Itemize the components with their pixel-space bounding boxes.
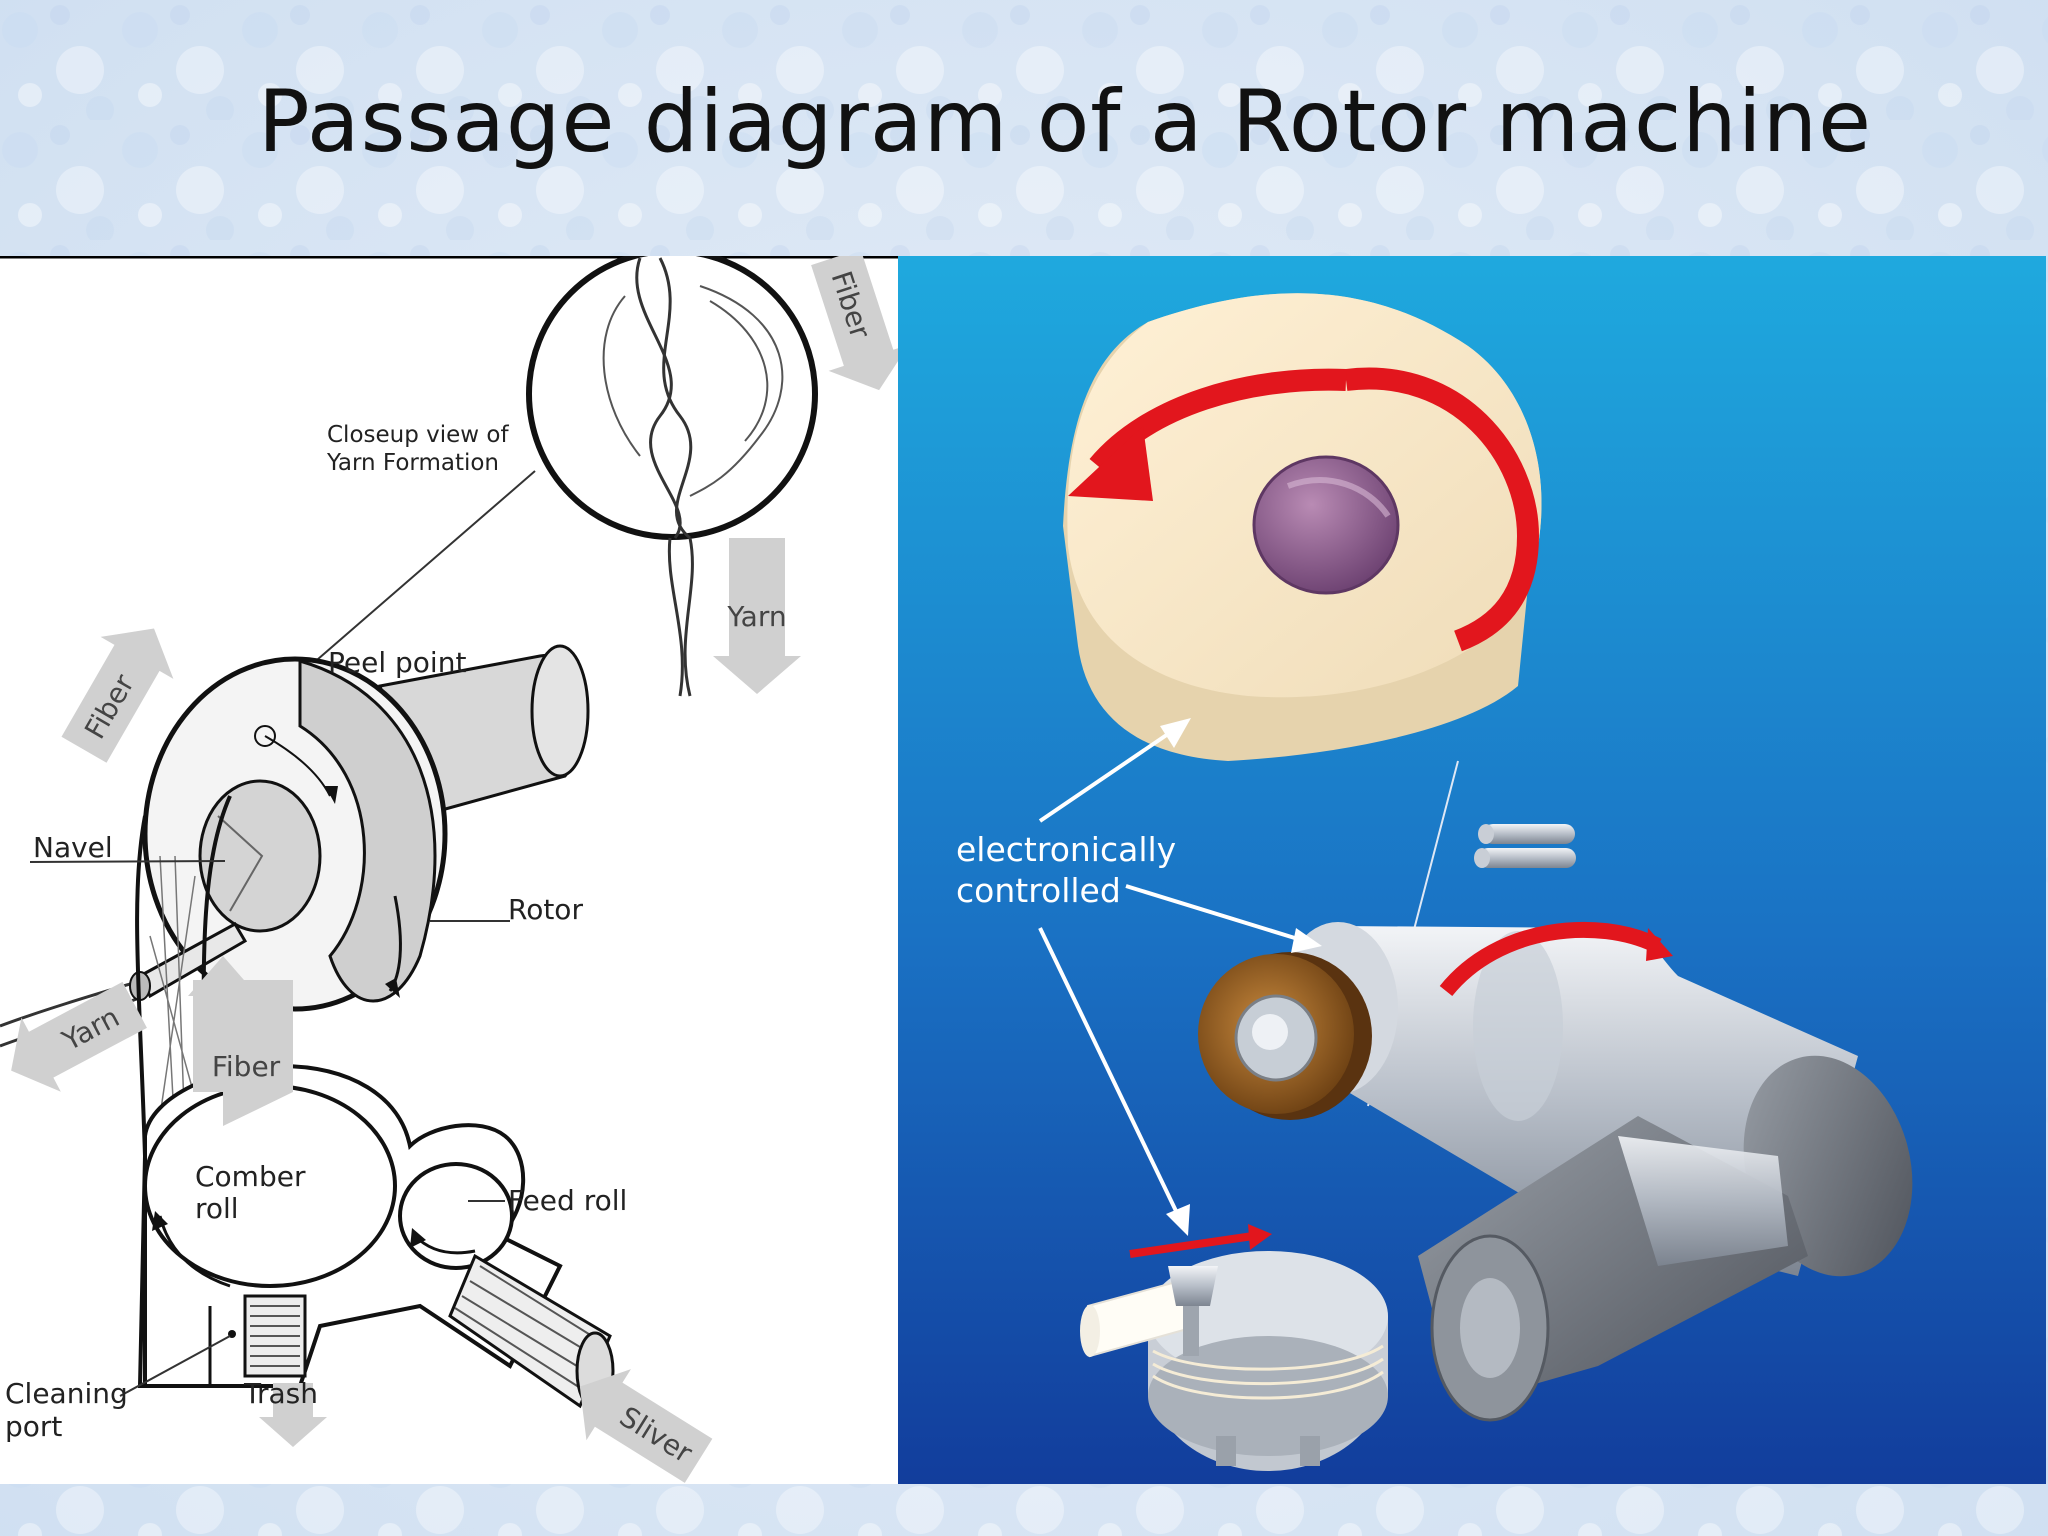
rotor-rotation-arrowhead xyxy=(1068,426,1153,501)
fiber-arrow-middle-label: Fiber xyxy=(212,1050,281,1083)
feed-direction-arrow-line xyxy=(1129,1232,1254,1258)
rotor-cup xyxy=(1063,293,1542,761)
opening-roll xyxy=(1148,1251,1388,1471)
cone-assembly xyxy=(1418,1116,1808,1422)
slide-title: Passage diagram of a Rotor machine xyxy=(257,72,1873,172)
comber-roll-label-line1: Comber xyxy=(195,1160,306,1193)
pointer-arrowhead-to-feed xyxy=(1166,1204,1190,1236)
fiber-arrow-middle: Fiber xyxy=(188,956,293,1126)
roller-rotation-arrowhead xyxy=(1646,928,1673,961)
electronically-label: electronically xyxy=(956,830,1176,869)
bronze-pulley xyxy=(1198,952,1372,1120)
roller-rotation-arrow xyxy=(1439,921,1662,997)
trash-label: Trash xyxy=(243,1377,318,1410)
rotor-rotation-arrow-line xyxy=(1089,368,1347,474)
pointer-arrowhead-to-rotor xyxy=(1160,718,1191,748)
pointer-arrow-to-rotor xyxy=(1038,732,1170,823)
peel-point-label: Peel point xyxy=(328,646,466,679)
delivery-rods xyxy=(1474,824,1576,868)
cleaning-port-leader-line xyxy=(119,1335,231,1397)
closeup-label-line1: Closeup view of xyxy=(327,422,509,448)
navel-leader-line xyxy=(29,860,226,863)
yarn-arrow-closeup-label: Yarn xyxy=(726,600,786,633)
rotor-3d-panel: electronically controlled xyxy=(898,256,2046,1484)
controlled-label: controlled xyxy=(956,871,1121,910)
closeup-label-line2: Yarn Formation xyxy=(326,450,499,476)
closeup-circle xyxy=(526,256,818,697)
rotor-3d-illustration: electronically controlled xyxy=(898,256,2046,1484)
feed-sliver-assembly xyxy=(1080,1266,1218,1358)
rotor-rotation-arrow xyxy=(1344,367,1540,652)
pointer-arrow-to-feed xyxy=(1038,927,1178,1212)
pointer-arrowhead-to-roller xyxy=(1291,928,1322,953)
feed-roll-label: Feed roll xyxy=(508,1184,627,1217)
feed-direction-arrowhead xyxy=(1248,1224,1272,1250)
fiber-arrow-top-right: Fiber xyxy=(811,256,898,391)
rotor-disc xyxy=(142,656,448,1012)
navel-label: Navel xyxy=(33,831,113,864)
cleaning-port-label-line2: port xyxy=(5,1410,62,1443)
pointer-arrow-to-roller xyxy=(1125,884,1299,941)
rotor-schematic-panel: Fiber Yarn Fiber Yarn Fiber Sliver Close… xyxy=(0,256,898,1484)
yarn-arrow-closeup: Yarn xyxy=(713,538,801,694)
closeup-leader-line xyxy=(309,470,536,667)
cleaning-port-label-line1: Cleaning xyxy=(5,1377,128,1410)
rotor-label: Rotor xyxy=(508,893,583,926)
trash-arrow xyxy=(259,1383,327,1447)
rotor-schematic-drawing: Fiber Yarn Fiber Yarn Fiber Sliver Close… xyxy=(0,256,898,1484)
comber-roll-label-line2: roll xyxy=(195,1192,239,1225)
